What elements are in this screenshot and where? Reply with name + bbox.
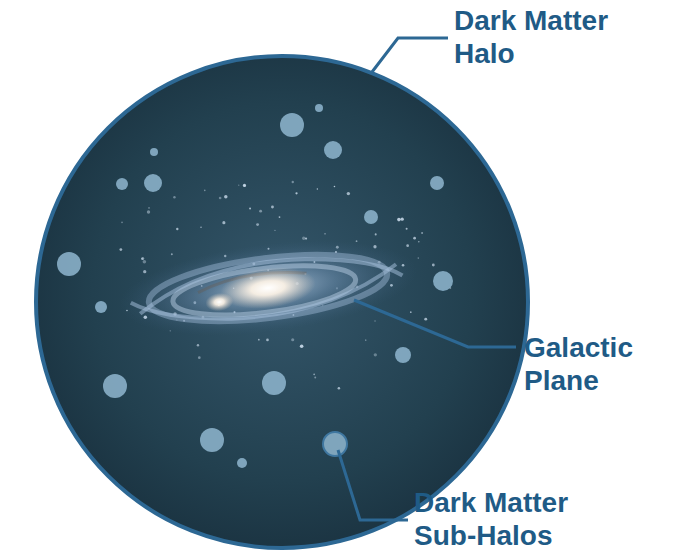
star-dot xyxy=(238,184,239,185)
star-dot xyxy=(374,320,376,322)
halo-circle xyxy=(36,56,528,548)
star-dot xyxy=(338,387,341,390)
star-dot xyxy=(271,206,274,209)
star-dot xyxy=(347,192,350,195)
star-dot xyxy=(143,260,147,264)
star-dot xyxy=(356,240,358,242)
star-dot xyxy=(266,339,269,342)
star-dot xyxy=(176,228,178,230)
star-dot xyxy=(219,197,222,200)
halo-label: Dark Matter Halo xyxy=(454,4,654,70)
star-dot xyxy=(274,230,275,231)
star-dot xyxy=(334,186,336,188)
star-dot xyxy=(148,207,149,208)
star-dot xyxy=(432,264,435,267)
star-dot xyxy=(119,248,122,251)
star-dot xyxy=(295,192,297,194)
galaxy xyxy=(114,226,422,350)
star-dot xyxy=(291,338,294,341)
star-dot xyxy=(413,237,416,240)
leader-lines xyxy=(338,38,516,520)
star-dot xyxy=(204,190,206,192)
star-dot xyxy=(121,222,123,224)
star-dot xyxy=(258,339,260,341)
star-dot xyxy=(397,218,401,222)
star-dot xyxy=(197,344,199,346)
subhalo-label: Dark Matter Sub-Halos xyxy=(414,486,614,552)
star-dot xyxy=(198,356,201,359)
star-dot xyxy=(375,233,377,235)
star-dot xyxy=(421,232,423,234)
star-dot xyxy=(222,221,225,224)
sub-halos xyxy=(57,104,453,468)
star-dot xyxy=(424,318,427,321)
star-dot xyxy=(300,344,304,348)
star-dot xyxy=(365,339,366,340)
star-dot xyxy=(313,373,315,375)
star-dot xyxy=(279,216,281,218)
star-dot xyxy=(317,188,318,189)
star-dot xyxy=(243,184,246,187)
star-dot xyxy=(171,253,173,255)
star-dot xyxy=(406,244,409,247)
star-dot xyxy=(401,217,404,220)
star-dot xyxy=(147,210,150,213)
star-dot xyxy=(224,195,227,198)
star-dot xyxy=(410,311,412,313)
star-dot xyxy=(200,227,201,228)
plane-label: Galactic Plane xyxy=(524,331,674,397)
star-dot xyxy=(256,223,259,226)
star-dot xyxy=(324,233,326,235)
star-dot xyxy=(173,196,175,198)
star-dot xyxy=(406,228,408,230)
star-dot xyxy=(314,376,316,378)
star-dot xyxy=(418,257,420,259)
star-dot xyxy=(249,207,251,209)
star-dot xyxy=(302,237,305,240)
star-dot xyxy=(141,258,143,260)
star-dot xyxy=(259,210,262,213)
star-dot xyxy=(418,241,419,242)
star-dot xyxy=(143,270,146,273)
star-dot xyxy=(374,353,377,356)
star-dot xyxy=(141,257,144,260)
star-dot xyxy=(292,181,294,183)
